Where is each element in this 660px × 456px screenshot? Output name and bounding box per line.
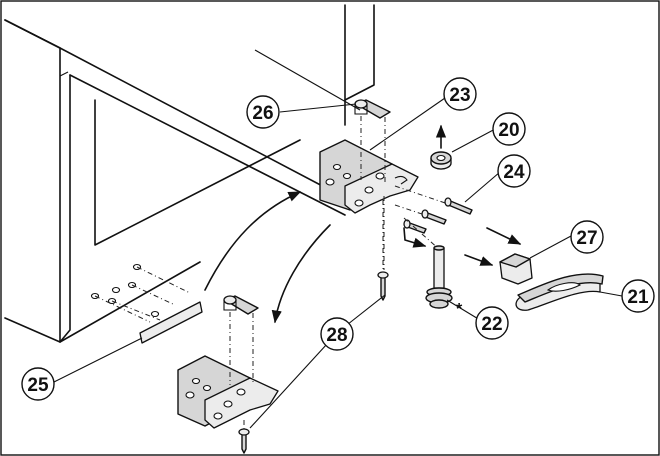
footnote-mark: * — [456, 301, 463, 318]
svg-text:25: 25 — [27, 375, 49, 396]
svg-text:23: 23 — [449, 85, 470, 106]
cap-part-20 — [430, 124, 452, 170]
callout-27: 27 — [570, 220, 604, 254]
svg-text:26: 26 — [252, 103, 273, 124]
upper-hinge-bracket-part-23 — [319, 139, 419, 214]
appliance-cabinet — [4, 4, 375, 343]
callout-22: 22 — [475, 306, 509, 340]
callout-21: 21 — [621, 279, 655, 313]
svg-text:27: 27 — [576, 228, 597, 249]
hinge-pin-bracket-part-26 — [354, 99, 391, 182]
cover-plate-part-25 — [139, 301, 203, 344]
callout-23: 23 — [443, 77, 477, 111]
svg-text:28: 28 — [326, 325, 347, 346]
adjustable-foot-part-22: * — [383, 196, 463, 318]
move-arrow-down — [271, 224, 331, 324]
callout-25: 25 — [21, 367, 55, 401]
removal-arrow-b — [464, 254, 494, 266]
svg-text:21: 21 — [627, 287, 649, 308]
insert-part-27 — [499, 253, 533, 285]
svg-text:22: 22 — [481, 314, 502, 335]
removal-arrow-a — [486, 227, 522, 245]
callout-26: 26 — [246, 95, 280, 129]
callout-24: 24 — [497, 154, 531, 188]
lower-hinge-bracket — [177, 355, 279, 429]
svg-text:20: 20 — [498, 120, 519, 141]
screw-part-28-lower — [238, 420, 250, 454]
handle-part-21 — [515, 273, 604, 311]
screws-part-24 — [394, 185, 473, 234]
callout-28: 28 — [320, 317, 354, 351]
lower-hinge-pin-bracket — [223, 295, 259, 385]
move-arrow-up — [204, 191, 302, 291]
callout-20: 20 — [492, 112, 526, 146]
screw-part-28-upper — [377, 200, 389, 301]
callout-leaders — [51, 97, 623, 429]
cabinet-hinge-holes — [90, 263, 191, 323]
svg-text:24: 24 — [503, 162, 525, 183]
